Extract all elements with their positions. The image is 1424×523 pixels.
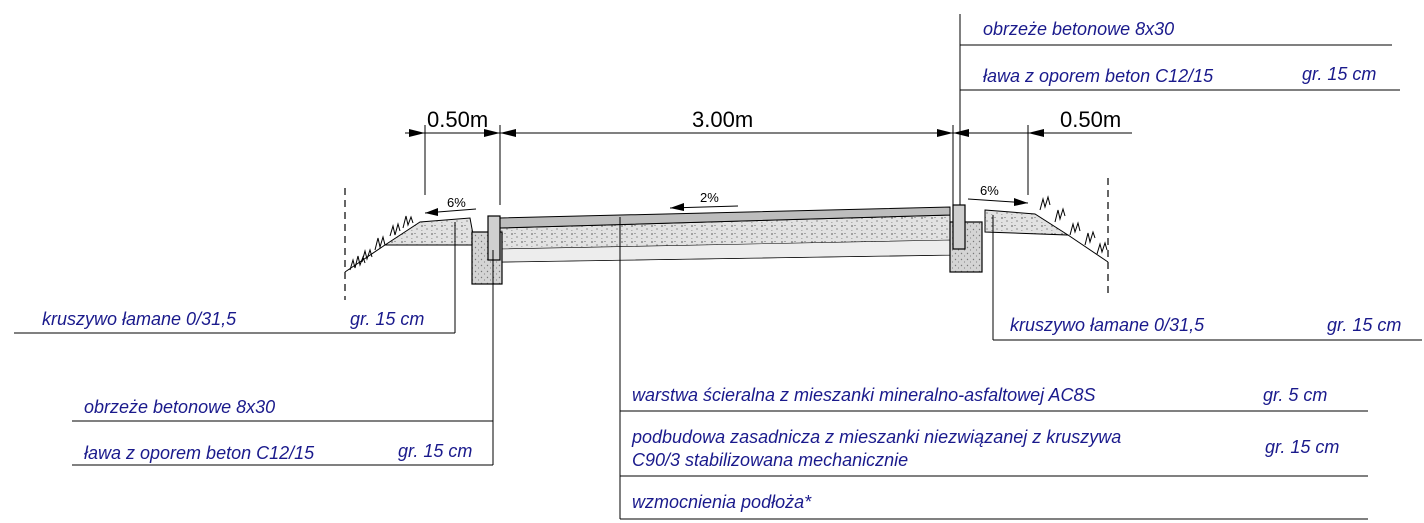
subgrade-label: wzmocnienia podłoża* bbox=[632, 492, 812, 512]
right-aggregate-label-block: kruszywo łamane 0/31,5 gr. 15 cm bbox=[992, 215, 1422, 341]
base-course-label-line1: podbudowa zasadnicza z mieszanki niezwią… bbox=[631, 427, 1121, 447]
top-right-bench-thickness: gr. 15 cm bbox=[1302, 64, 1376, 84]
top-right-label-block: obrzeże betonowe 8x30 ława z oporem beto… bbox=[959, 14, 1400, 205]
left-slope-label: 6% bbox=[447, 195, 466, 210]
top-right-bench-label: ława z oporem beton C12/15 bbox=[983, 66, 1214, 86]
base-course-thickness: gr. 15 cm bbox=[1265, 437, 1339, 457]
bottom-left-bench-thickness: gr. 15 cm bbox=[398, 441, 472, 461]
right-embankment bbox=[984, 178, 1109, 295]
right-slope-label: 6% bbox=[980, 183, 999, 198]
slope-markers: 6% 2% 6% bbox=[424, 183, 1029, 216]
right-aggregate-label: kruszywo łamane 0/31,5 bbox=[1010, 315, 1205, 335]
wearing-course-label: warstwa ścieralna z mieszanki mineralno-… bbox=[632, 385, 1096, 405]
right-aggregate-thickness: gr. 15 cm bbox=[1327, 315, 1401, 335]
dimension-lines: 0.50m 3.00m 0.50m bbox=[405, 107, 1132, 205]
bottom-left-label-block: obrzeże betonowe 8x30 ława z oporem beto… bbox=[72, 250, 494, 466]
layers-label-block: warstwa ścieralna z mieszanki mineralno-… bbox=[619, 385, 1368, 520]
left-aggregate-thickness: gr. 15 cm bbox=[350, 309, 424, 329]
bottom-left-kerb-label: obrzeże betonowe 8x30 bbox=[84, 397, 275, 417]
base-course-label-line2: C90/3 stabilizowana mechanicznie bbox=[632, 450, 908, 470]
left-aggregate-label: kruszywo łamane 0/31,5 bbox=[42, 309, 237, 329]
left-kerb bbox=[471, 215, 503, 285]
wearing-course-thickness: gr. 5 cm bbox=[1263, 385, 1327, 405]
bottom-left-bench-label: ława z oporem beton C12/15 bbox=[84, 443, 315, 463]
path-width-dimension: 3.00m bbox=[692, 107, 753, 132]
left-embankment bbox=[344, 188, 476, 300]
left-aggregate-label-block: kruszywo łamane 0/31,5 gr. 15 cm bbox=[14, 222, 456, 334]
left-shoulder-dimension: 0.50m bbox=[427, 107, 488, 132]
center-slope-label: 2% bbox=[700, 190, 719, 205]
pavement-structure bbox=[499, 206, 951, 405]
right-shoulder-dimension: 0.50m bbox=[1060, 107, 1121, 132]
top-right-kerb-label: obrzeże betonowe 8x30 bbox=[983, 19, 1174, 39]
right-kerb bbox=[949, 204, 983, 273]
